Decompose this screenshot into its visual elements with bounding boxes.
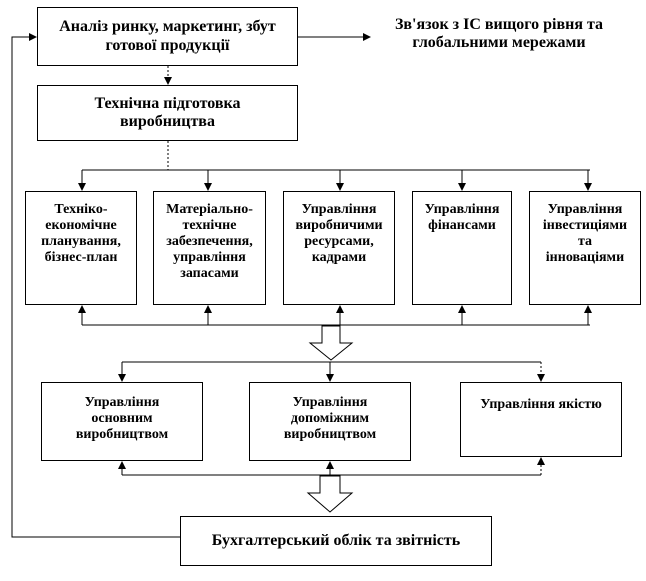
block-arrow-mid: [308, 325, 354, 361]
finance-box: Управління фінансами: [412, 191, 512, 305]
tech-prep-box: Технічна підготовка виробництва: [37, 85, 298, 141]
supply-box: Матеріально- технічне забезпечення, упра…: [153, 191, 266, 305]
investment-box: Управління інвестиціями та інноваціями: [529, 191, 641, 305]
planning-box: Техніко- економічне планування, бізнес-п…: [25, 191, 137, 305]
market-label: Аналіз ринку, маркетинг, збут готової пр…: [59, 18, 276, 54]
resources-label: Управління виробничими ресурсами, кадрам…: [295, 202, 383, 266]
market-box: Аналіз ринку, маркетинг, збут готової пр…: [37, 7, 298, 66]
aux-production-label: Управління допоміжним виробництвом: [283, 395, 377, 443]
quality-label: Управління якістю: [480, 397, 602, 412]
supply-label: Матеріально- технічне забезпечення, упра…: [166, 202, 253, 282]
quality-box: Управління якістю: [460, 382, 622, 457]
main-production-box: Управління основним виробництвом: [41, 382, 203, 461]
resources-box: Управління виробничими ресурсами, кадрам…: [283, 191, 395, 305]
main-production-label: Управління основним виробництвом: [75, 395, 169, 443]
accounting-label: Бухгалтерський облік та звітність: [211, 531, 461, 549]
accounting-box: Бухгалтерський облік та звітність: [180, 516, 492, 566]
external-link-label: Зв'язок з ІС вищого рівня та глобальними…: [394, 16, 604, 52]
investment-label: Управління інвестиціями та інноваціями: [542, 202, 628, 266]
finance-label: Управління фінансами: [424, 202, 500, 234]
tech-prep-label: Технічна підготовка виробництва: [94, 94, 241, 130]
feedback-line: [11, 33, 180, 538]
aux-production-box: Управління допоміжним виробництвом: [249, 382, 411, 461]
block-arrow-bottom: [306, 475, 354, 513]
planning-label: Техніко- економічне планування, бізнес-п…: [41, 202, 121, 266]
